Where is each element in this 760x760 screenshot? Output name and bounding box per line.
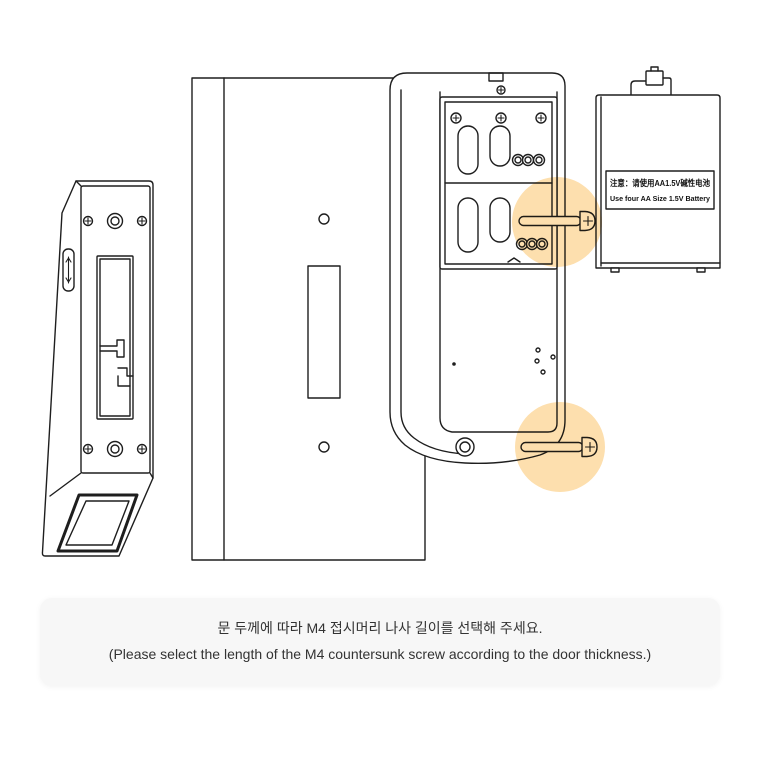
caption-english: (Please select the length of the M4 coun… xyxy=(108,646,652,662)
installation-diagram: 注意：请使用AA1.5V碱性电池 Use four AA Size 1.5V B… xyxy=(41,66,721,561)
door-plate xyxy=(191,77,426,561)
caption-korean: 문 두께에 따라 M4 접시머리 나사 길이를 선택해 주세요. xyxy=(217,620,543,636)
panel-handle xyxy=(56,493,139,553)
panel-mounting-post xyxy=(106,440,124,458)
battery-clip-row-1 xyxy=(457,125,546,175)
door-screw-hole-bottom xyxy=(318,441,330,453)
lock-body-top-notch xyxy=(488,72,504,82)
panel-screw-icon xyxy=(136,215,148,227)
caption-box: 문 두께에 따라 M4 접시머리 나사 길이를 선택해 주세요. (Please… xyxy=(40,598,720,686)
panel-screw-icon xyxy=(82,215,94,227)
compartment-screw-icon xyxy=(450,112,462,124)
panel-mounting-post xyxy=(106,212,124,230)
thumbturn-screw-hole xyxy=(455,437,475,457)
panel-screw-icon xyxy=(136,443,148,455)
door-latch-cutout xyxy=(307,265,341,399)
highlight-top-screw xyxy=(512,177,602,267)
battery-label: 注意：请使用AA1.5V碱性电池 Use four AA Size 1.5V B… xyxy=(605,170,715,210)
lock-body xyxy=(389,72,566,464)
panel-cable-slot xyxy=(96,255,134,420)
compartment-screw-icon xyxy=(535,112,547,124)
battery-label-line-2: Use four AA Size 1.5V Battery xyxy=(610,194,711,203)
sensor-holes xyxy=(452,347,556,375)
battery-pack-foot xyxy=(610,267,620,273)
panel-front-face xyxy=(80,185,151,474)
battery-pack: 注意：请使用AA1.5V碱性电池 Use four AA Size 1.5V B… xyxy=(595,66,721,273)
battery-pack-foot xyxy=(696,267,706,273)
battery-connector-icon xyxy=(630,66,672,96)
lock-front-panel xyxy=(41,180,154,557)
usb-c-port-icon xyxy=(62,248,75,292)
spring-contact-icon xyxy=(511,153,546,167)
compartment-screw-icon xyxy=(495,112,507,124)
highlight-bottom-screw xyxy=(515,402,605,492)
panel-screw-icon xyxy=(82,443,94,455)
body-screw-icon xyxy=(496,85,506,95)
door-screw-hole-top xyxy=(318,213,330,225)
battery-label-line-1: 注意：请使用AA1.5V碱性电池 xyxy=(610,178,710,188)
